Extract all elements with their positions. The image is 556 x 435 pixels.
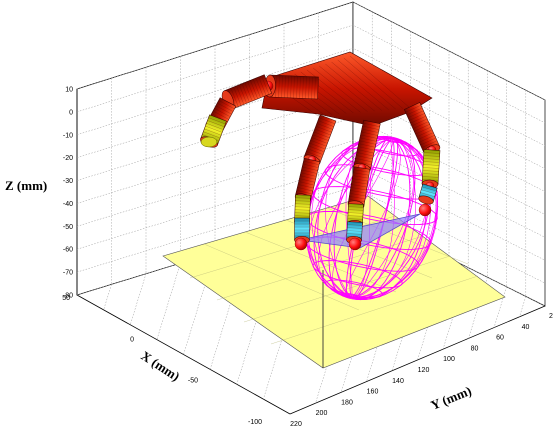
floor-gridline <box>103 284 112 310</box>
ellipsoid-diagonal-line <box>351 138 415 299</box>
y-tick-label: 220 <box>290 421 302 428</box>
finger3-contact-ball <box>418 203 432 217</box>
y-tick-label: 60 <box>496 335 504 342</box>
z-tick-label: 0 <box>69 109 73 116</box>
y-tick-label: 200 <box>316 410 328 417</box>
floor-gridline <box>519 296 527 317</box>
finger1-contact-ball <box>294 237 308 251</box>
thumb-tip-cap <box>200 136 218 148</box>
robotic-hand <box>200 51 441 251</box>
y-tick-label: 2 <box>549 313 553 320</box>
floor-gridline <box>493 286 507 328</box>
finger2-contact-ball <box>348 237 362 251</box>
y-tick-label: 180 <box>341 399 353 406</box>
palm-hatch <box>331 61 389 110</box>
x-tick-label: 0 <box>130 336 134 343</box>
y-tick-label: 40 <box>522 324 530 331</box>
ellipsoid-diagonal-line <box>311 137 393 298</box>
finger3-link-3 <box>418 183 438 205</box>
palm-hatch <box>312 67 368 112</box>
ellipsoid-diagonal-line <box>318 138 393 298</box>
z-tick-label: 10 <box>65 87 73 94</box>
z-tick-label: -30 <box>63 178 73 185</box>
z-tick-label: -20 <box>63 155 73 162</box>
x-axis-label: X (mm) <box>138 348 182 384</box>
z-tick-label: -50 <box>63 224 73 231</box>
ellipsoid-longitude-line <box>351 138 411 301</box>
z-tick-label: -10 <box>63 132 73 139</box>
ellipsoid-diagonal-line <box>351 138 439 300</box>
palm-hatch <box>343 57 404 109</box>
ellipsoid-diagonal-line <box>351 138 431 299</box>
z-axis-label: Z (mm) <box>5 178 47 193</box>
palm <box>261 51 433 127</box>
y-axis-label: Y (mm) <box>429 383 474 413</box>
z-gridline <box>76 47 546 147</box>
x-tick-label: -50 <box>188 378 198 385</box>
y-tick-label: 100 <box>443 356 455 363</box>
x-tick-label: 50 <box>62 295 70 302</box>
z-tick-label: -40 <box>63 201 73 208</box>
palm-hatch <box>349 55 411 109</box>
z-tick-label: -60 <box>63 247 73 254</box>
ellipsoid-diagonal-line <box>351 136 393 298</box>
z-gridline <box>76 140 546 238</box>
floor-gridline <box>156 263 181 340</box>
x-tick-label: -100 <box>248 419 262 426</box>
ellipsoid-diagonal-line <box>351 138 428 300</box>
y-tick-label: 120 <box>418 367 430 374</box>
y-tick-label: 160 <box>367 389 379 396</box>
palm-hatch <box>337 59 396 110</box>
y-tick-label: 80 <box>471 345 479 352</box>
y-tick-label: 140 <box>392 378 404 385</box>
base-plane-grid <box>189 207 479 345</box>
ellipsoid-diagonal-line <box>351 138 437 300</box>
ellipsoid-diagonal-line <box>351 136 395 298</box>
z-tick-label: -70 <box>63 270 73 277</box>
floor-gridline <box>236 231 285 385</box>
palm-hatch <box>319 65 375 112</box>
z-gridline <box>76 1 546 101</box>
floor-gridline <box>130 273 147 325</box>
palm-hatch <box>325 63 382 111</box>
z-tick-label: -80 <box>63 293 73 300</box>
z-gridline <box>76 24 546 124</box>
